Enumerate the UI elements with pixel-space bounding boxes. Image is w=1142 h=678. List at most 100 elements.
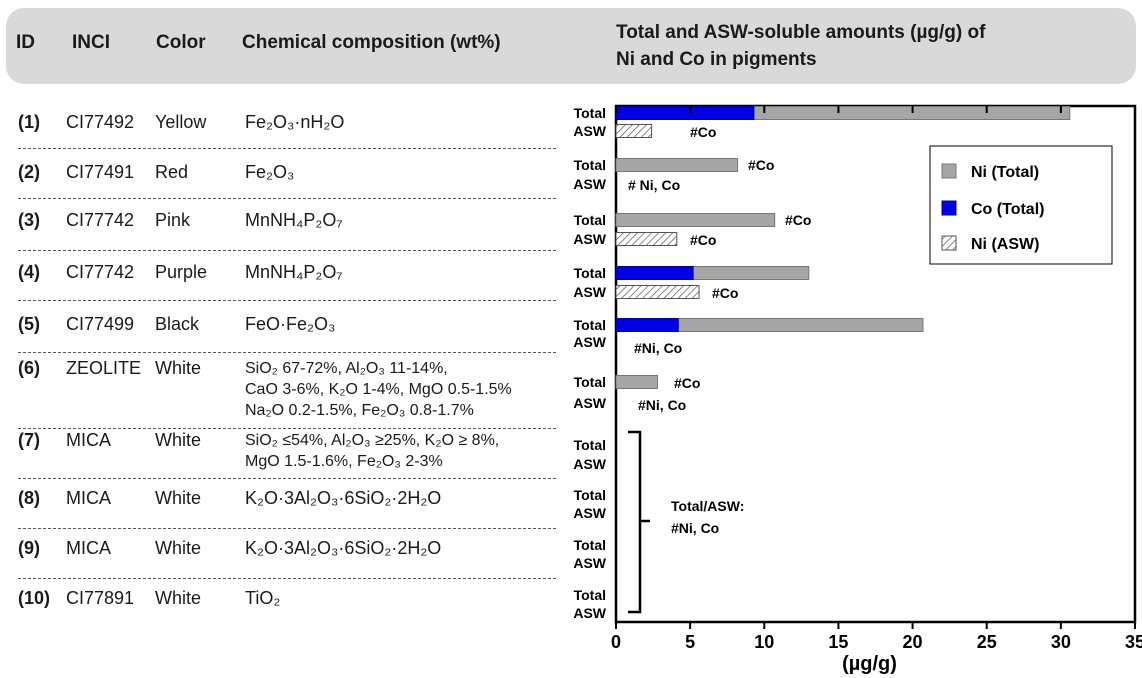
bar-annotation: #Co xyxy=(674,375,700,391)
row-label-total: Total xyxy=(574,587,606,603)
row-label-asw: ASW xyxy=(573,505,606,521)
x-axis-label: (µg/g) xyxy=(842,653,897,675)
row-composition: K₂O·3Al₂O₃·6SiO₂·2H₂O xyxy=(245,488,442,508)
row-inci: MICA xyxy=(66,538,111,558)
row-composition: SiO₂ 67-72%, Al₂O₃ 11-14%, xyxy=(245,360,448,377)
header-bar xyxy=(6,8,1136,84)
row-composition: Fe₂O₃ xyxy=(245,162,295,182)
row-composition: TiO₂ xyxy=(245,588,281,608)
header-composition: Chemical composition (wt%) xyxy=(242,32,501,53)
row-label-total: Total xyxy=(574,487,606,503)
row-label-total: Total xyxy=(574,374,606,390)
bar-co-total xyxy=(615,266,694,280)
bar-annotation: #Ni, Co xyxy=(638,397,686,413)
row-label-asw: ASW xyxy=(573,334,606,350)
row-id: (5) xyxy=(18,314,40,334)
row-composition: MnNH₄P₂O₇ xyxy=(245,262,343,282)
bar-co-total xyxy=(615,106,755,120)
legend-label: Ni (Total) xyxy=(971,164,1039,181)
x-tick-label: 15 xyxy=(828,632,848,652)
row-label-asw: ASW xyxy=(573,395,606,411)
x-tick-label: 10 xyxy=(754,632,774,652)
row-label-total: Total xyxy=(574,105,606,121)
row-id: (10) xyxy=(18,588,51,608)
row-divider xyxy=(18,428,556,429)
row-id: (8) xyxy=(18,488,40,508)
row-composition: CaO 3-6%, K₂O 1-4%, MgO 0.5-1.5% xyxy=(245,381,512,398)
row-color: White xyxy=(155,488,202,508)
row-divider xyxy=(18,148,556,149)
row-divider xyxy=(18,478,556,479)
x-tick-label: 20 xyxy=(903,632,923,652)
row-composition: MnNH₄P₂O₇ xyxy=(245,210,343,230)
row-label-total: Total xyxy=(574,437,606,453)
header-inci: INCI xyxy=(72,32,110,53)
row-divider xyxy=(18,578,556,579)
legend-box xyxy=(929,145,1113,265)
bar-ni-asw xyxy=(615,232,678,246)
x-tick-label: 30 xyxy=(1051,632,1071,652)
row-label-total: Total xyxy=(574,265,606,281)
row-inci: CI77742 xyxy=(66,210,135,230)
bar-ni-total xyxy=(615,213,776,227)
row-color: Pink xyxy=(155,210,191,230)
row-id: (4) xyxy=(18,262,40,282)
bar-annotation: #Co xyxy=(690,232,716,248)
row-color: Red xyxy=(155,162,189,182)
legend-label: Co (Total) xyxy=(971,201,1044,218)
row-label-total: Total xyxy=(574,317,606,333)
row-color: White xyxy=(155,588,202,608)
bar-co-total xyxy=(615,318,679,332)
row-label-asw: ASW xyxy=(573,231,606,247)
row-inci: CI77491 xyxy=(66,162,135,182)
group-annotation-line2: #Ni, Co xyxy=(671,520,719,536)
row-label-total: Total xyxy=(574,157,606,173)
row-label-asw: ASW xyxy=(573,605,606,621)
row-id: (9) xyxy=(18,538,40,558)
row-divider xyxy=(18,250,556,251)
bar-ni-asw xyxy=(615,124,653,138)
bar-annotation: #Co xyxy=(785,212,811,228)
row-id: (3) xyxy=(18,210,40,230)
row-color: White xyxy=(155,538,202,558)
row-inci: CI77891 xyxy=(66,588,135,608)
x-tick-label: 35 xyxy=(1125,632,1142,652)
row-id: (2) xyxy=(18,162,40,182)
row-color: Yellow xyxy=(155,112,207,132)
header-chart-title-line2: Ni and Co in pigments xyxy=(616,49,817,70)
header-id: ID xyxy=(16,32,35,53)
bar-ni-total xyxy=(615,158,739,172)
row-composition: SiO₂ ≤54%, Al₂O₃ ≥25%, K₂O ≥ 8%, xyxy=(245,432,500,449)
row-composition: MgO 1.5-1.6%, Fe₂O₃ 2-3% xyxy=(245,453,443,470)
row-label-asw: ASW xyxy=(573,456,606,472)
row-id: (1) xyxy=(18,112,40,132)
row-label-asw: ASW xyxy=(573,123,606,139)
row-color: White xyxy=(155,430,202,450)
bar-annotation: #Co xyxy=(712,285,738,301)
row-color: Black xyxy=(155,314,200,334)
header-color: Color xyxy=(156,32,206,53)
row-color: White xyxy=(155,358,202,378)
row-inci: CI77742 xyxy=(66,262,135,282)
bar-annotation: # Ni, Co xyxy=(628,177,680,193)
row-color: Purple xyxy=(155,262,208,282)
legend-swatch xyxy=(941,200,957,216)
row-composition: Na₂O 0.2-1.5%, Fe₂O₃ 0.8-1.7% xyxy=(245,402,474,419)
row-composition: K₂O·3Al₂O₃·6SiO₂·2H₂O xyxy=(245,538,442,558)
row-composition: FeO·Fe₂O₃ xyxy=(245,314,336,334)
row-label-asw: ASW xyxy=(573,555,606,571)
bar-ni-asw xyxy=(615,285,700,299)
legend-swatch xyxy=(941,235,957,251)
bar-ni-total xyxy=(615,375,659,389)
row-divider xyxy=(18,352,556,353)
x-tick-label: 25 xyxy=(977,632,997,652)
row-label-total: Total xyxy=(574,537,606,553)
x-tick-label: 5 xyxy=(685,632,695,652)
group-bracket xyxy=(628,430,642,614)
group-annotation-line1: Total/ASW: xyxy=(671,498,744,514)
row-label-asw: ASW xyxy=(573,284,606,300)
legend-label: Ni (ASW) xyxy=(971,236,1039,253)
row-inci: CI77492 xyxy=(66,112,135,132)
row-divider xyxy=(18,198,556,199)
row-inci: ZEOLITE xyxy=(66,358,142,378)
